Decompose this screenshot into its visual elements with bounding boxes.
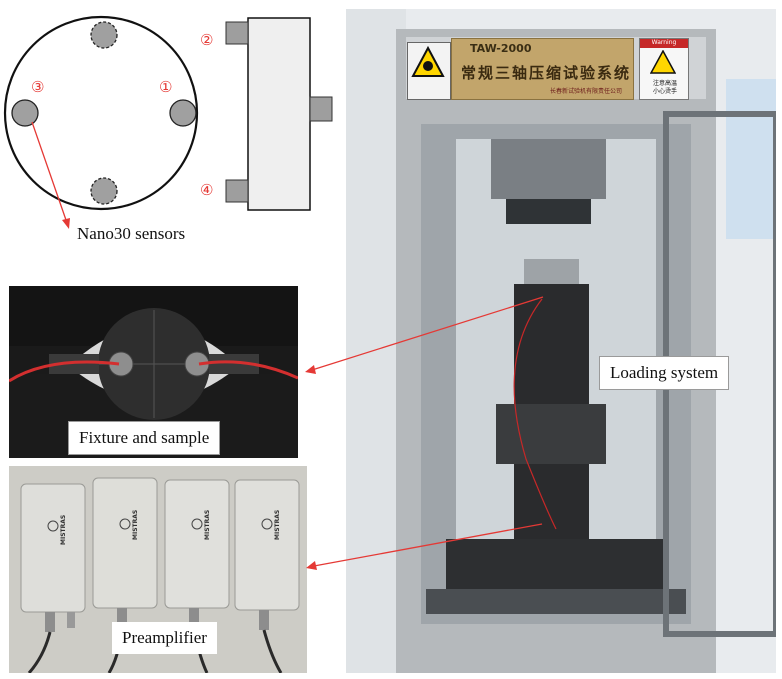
warning-text-2: 小心烫手	[652, 88, 677, 95]
sensor-number-2: ②	[200, 31, 214, 49]
machine-sign	[451, 38, 634, 100]
fixture-arrow	[311, 296, 544, 371]
side-sensor-middle	[309, 96, 333, 122]
machine-company: 长春新试验机有限责任公司	[550, 88, 623, 95]
sample-top-view	[3, 15, 199, 211]
machine-title: 常规三轴压缩试验系统	[461, 64, 632, 82]
preamp-arrow	[313, 523, 543, 567]
sensor-number-3: ③	[31, 78, 45, 96]
loading-system-photo	[346, 9, 776, 673]
fixture-arrowhead	[305, 365, 316, 374]
sensor-number-1: ①	[159, 78, 173, 96]
machine-model: TAW-2000	[470, 42, 532, 55]
sensor-number-4: ④	[200, 181, 214, 199]
side-sensor-top	[225, 21, 249, 45]
warning-header: Warning	[640, 39, 688, 48]
sensor-left	[11, 99, 39, 127]
fixture-caption: Fixture and sample	[68, 421, 221, 455]
preamp-caption: Preamplifier	[112, 622, 217, 654]
sensor-label: Nano30 sensors	[77, 224, 186, 243]
loading-caption: Loading system	[599, 356, 730, 390]
hazard-triangle-icon	[411, 46, 445, 77]
warning-triangle-icon	[650, 50, 676, 74]
sample-side-view	[247, 17, 311, 211]
preamp-arrowhead	[306, 561, 317, 570]
sensor-right	[169, 99, 197, 127]
sensor-top	[90, 21, 118, 49]
warning-text-1: 注意高温	[652, 80, 677, 87]
side-sensor-bottom	[225, 179, 249, 203]
sensor-bottom	[90, 177, 118, 205]
sensor-label-arrowhead	[62, 218, 70, 229]
sensor-layout-diagram	[3, 15, 333, 229]
sensor-label-arrow	[31, 121, 67, 221]
